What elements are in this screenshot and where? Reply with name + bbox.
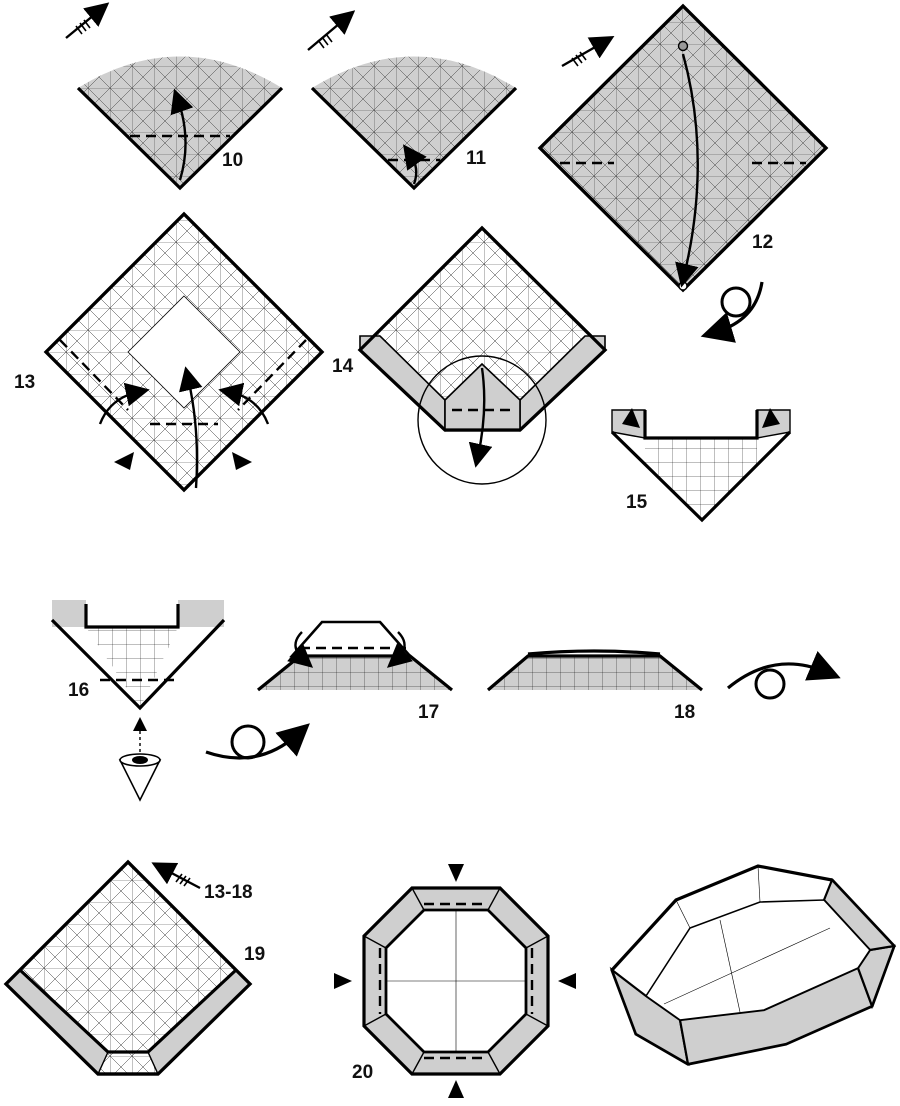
step-10-label: 10 — [222, 150, 243, 171]
step-12-paper — [540, 6, 826, 290]
step-18: 18 — [488, 651, 826, 723]
step-12-label: 12 — [752, 232, 773, 253]
eye-icon — [120, 724, 160, 800]
zoom-arrow-icon — [308, 18, 346, 50]
zoom-arrow-icon — [162, 868, 200, 888]
zoom-arrow-icon — [562, 42, 604, 66]
turn-over-icon — [206, 726, 298, 758]
turn-over-icon — [716, 282, 762, 332]
step-20: 20 — [334, 864, 576, 1098]
push-triangle-icon — [448, 1080, 464, 1098]
step-17-label: 17 — [418, 702, 439, 723]
repeat-note: 13-18 — [204, 882, 253, 903]
finished-model — [612, 866, 894, 1064]
turn-over-icon — [728, 664, 826, 698]
push-triangle-icon — [232, 452, 252, 470]
step-11: 11 — [308, 18, 516, 188]
step-19: 13-18 19 — [6, 862, 265, 1074]
step-11-label: 11 — [466, 148, 487, 169]
push-triangle-icon — [558, 973, 576, 989]
step-13-paper — [46, 214, 322, 490]
step-13: 13 — [14, 214, 322, 490]
step-18-paper — [488, 651, 702, 690]
step-12: 12 — [540, 6, 826, 332]
step-17-paper — [258, 622, 452, 690]
step-16: 16 — [52, 600, 298, 800]
step-10: 10 — [66, 10, 282, 188]
step-13-label: 13 — [14, 372, 35, 393]
step-15: 15 — [612, 408, 790, 520]
step-20-label: 20 — [352, 1062, 373, 1083]
push-triangle-icon — [334, 973, 352, 989]
step-14-paper — [360, 228, 605, 484]
zoom-arrow-icon — [66, 10, 100, 38]
step-16-label: 16 — [68, 680, 89, 701]
step-18-label: 18 — [674, 702, 695, 723]
step-17: 17 — [258, 622, 452, 723]
push-triangle-icon — [114, 452, 134, 470]
step-14-label: 14 — [332, 356, 354, 377]
step-10-paper — [78, 40, 282, 188]
step-19-label: 19 — [244, 944, 265, 965]
step-15-label: 15 — [626, 492, 648, 513]
step-14: 14 — [332, 228, 605, 484]
push-triangle-icon — [448, 864, 464, 882]
